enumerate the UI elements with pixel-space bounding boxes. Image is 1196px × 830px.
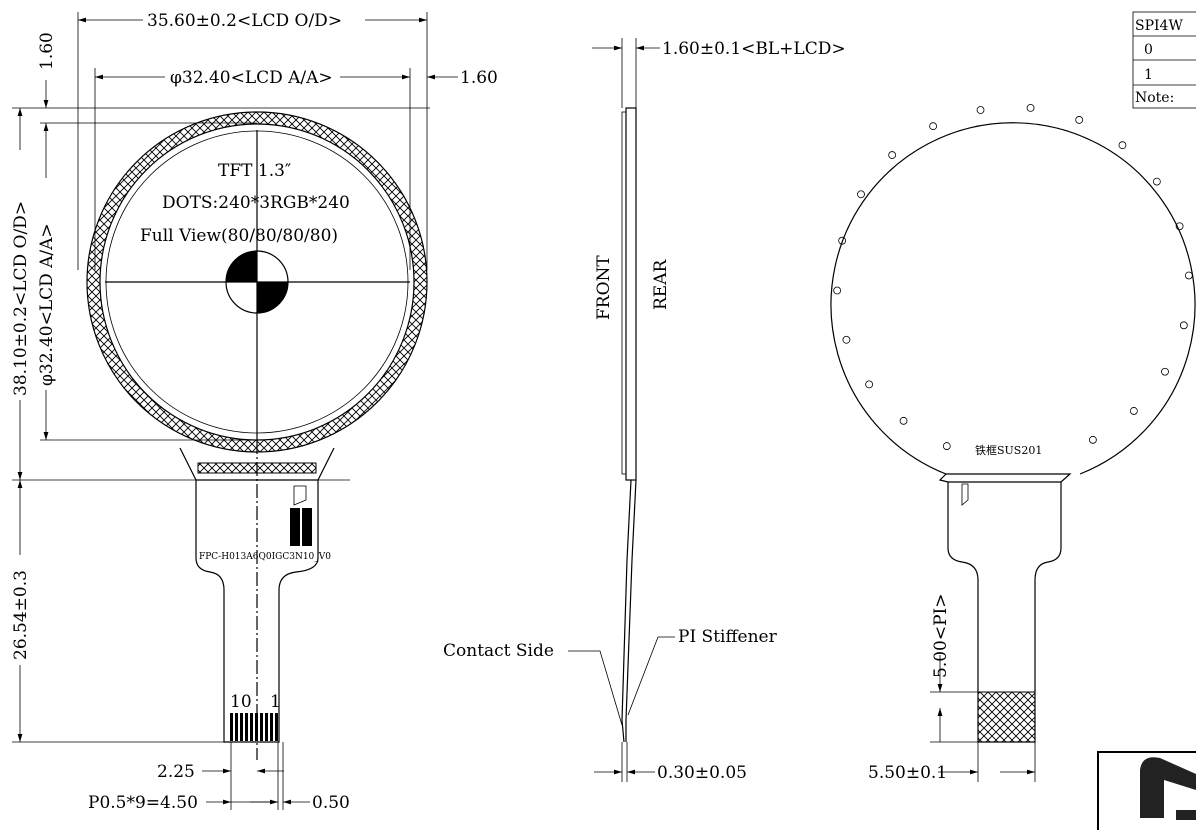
dim-top-gap: 1.60 xyxy=(37,32,57,70)
frame-tab xyxy=(842,335,851,344)
dim-thickness: 1.60±0.1<BL+LCD> xyxy=(662,39,846,59)
dim-pin-span: 2.25 xyxy=(157,762,195,782)
dim-side-gap: 1.60 xyxy=(460,68,498,88)
table-note: Note: xyxy=(1135,90,1174,106)
dim-aa-width: φ32.40<LCD A/A> xyxy=(170,68,333,88)
frame-tab xyxy=(899,416,908,425)
rear-view: 铁框SUS201 5.00<PI> 5.50±0.1 xyxy=(830,103,1196,783)
dim-fpc-length: 26.54±0.3 xyxy=(11,570,31,660)
frame-tab xyxy=(1175,222,1184,231)
dim-pitch: P0.5*9=4.50 xyxy=(88,793,198,813)
frame-tab xyxy=(1179,321,1188,330)
frame-tab xyxy=(1026,103,1035,112)
contact-side-label: Contact Side xyxy=(443,641,554,661)
pin-10-label: 10 xyxy=(230,692,252,712)
bezel-ring xyxy=(86,111,428,453)
table-header: SPI4W xyxy=(1135,18,1183,34)
view-label: Full View(80/80/80/80) xyxy=(140,226,338,246)
pi-stiffener xyxy=(977,691,1036,743)
frame-tab xyxy=(1075,116,1084,124)
dim-fpc-width: 5.50±0.1 xyxy=(868,763,947,783)
dots-label: DOTS:240*3RGB*240 xyxy=(162,193,350,213)
frame-tab xyxy=(857,190,865,199)
panel-type: TFT 1.3″ xyxy=(218,161,291,181)
frame-tab xyxy=(888,151,897,159)
contact-pads xyxy=(230,713,278,741)
rear-label: REAR xyxy=(651,259,671,310)
frame-label: 铁框SUS201 xyxy=(975,444,1042,457)
center-mark xyxy=(225,250,289,314)
front-label: FRONT xyxy=(594,255,614,320)
dim-pin-width: 0.50 xyxy=(312,793,350,813)
dim-fpc-thickness: 0.30±0.05 xyxy=(657,763,747,783)
frame-tab xyxy=(1129,407,1138,415)
frame-tab xyxy=(942,442,951,450)
fpc-outline xyxy=(195,480,319,743)
frame-tab xyxy=(865,380,874,389)
fpc-part-number: FPC-H013A6Q0IGC3N10_V0 xyxy=(199,552,331,562)
table-row-1: 1 xyxy=(1144,67,1153,83)
frame-tabs xyxy=(833,103,1193,450)
frame-tab xyxy=(1184,271,1193,280)
interface-table: SPI4W 0 1 Note: xyxy=(1132,11,1196,109)
pi-stiffener-label: PI Stiffener xyxy=(678,627,778,647)
frame-tab xyxy=(1152,177,1161,186)
company-logo xyxy=(1097,751,1196,830)
frame-tab xyxy=(1088,435,1097,444)
side-view: 1.60±0.1<BL+LCD> FRONT REAR Contact Side… xyxy=(443,38,846,783)
pin-1-label: 1 xyxy=(270,692,281,712)
dim-stiffener-length: 5.00<PI> xyxy=(931,594,951,679)
frame-tab xyxy=(976,106,985,114)
component-1 xyxy=(290,508,300,546)
frame-tab xyxy=(833,286,842,295)
frame-tab xyxy=(1118,141,1127,150)
frame-tab xyxy=(1161,367,1169,376)
dim-aa-height: φ32.40<LCD A/A> xyxy=(37,223,57,386)
frame-tab xyxy=(838,236,847,245)
front-view: TFT 1.3″ DOTS:240*3RGB*240 Full View(80/… xyxy=(11,11,498,813)
dim-outer-height: 38.10±0.2<LCD O/D> xyxy=(11,201,31,396)
component-2 xyxy=(302,508,312,546)
table-row-0: 0 xyxy=(1144,42,1153,58)
dim-outer-width: 35.60±0.2<LCD O/D> xyxy=(147,11,342,31)
frame-tab xyxy=(929,122,938,131)
